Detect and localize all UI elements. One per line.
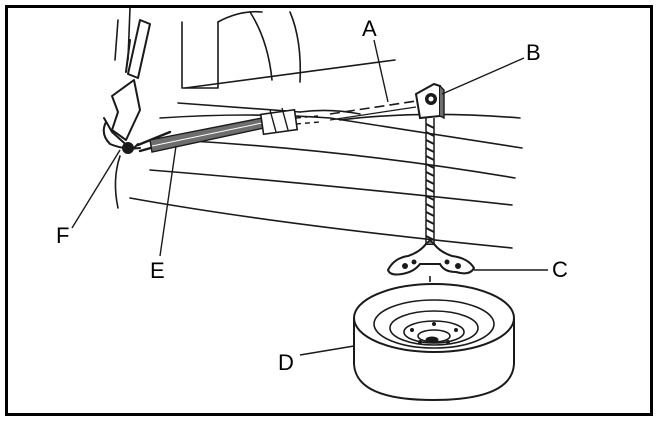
- hoist-handle: [102, 19, 174, 154]
- callout-b: B: [526, 40, 541, 65]
- callout-f: F: [56, 223, 69, 248]
- leader-line-d: [299, 345, 355, 356]
- leader-line-a: [373, 39, 389, 103]
- hoist-winch: [414, 82, 445, 120]
- leader-line-f: [71, 149, 121, 229]
- tire-retainer: [386, 238, 476, 276]
- callout-a: A: [362, 16, 377, 41]
- callout-c: C: [552, 257, 568, 282]
- leader-line-e: [159, 145, 177, 257]
- extension-rod: [149, 107, 321, 153]
- vehicle-underbody: [114, 7, 523, 249]
- leader-line-b: [441, 57, 525, 95]
- leader-lines: [71, 39, 548, 356]
- spare-tire: [353, 283, 515, 402]
- callout-d: D: [278, 350, 294, 375]
- drive-shaft: [329, 100, 417, 121]
- diagram-border: [5, 5, 653, 416]
- callout-e: E: [150, 258, 165, 283]
